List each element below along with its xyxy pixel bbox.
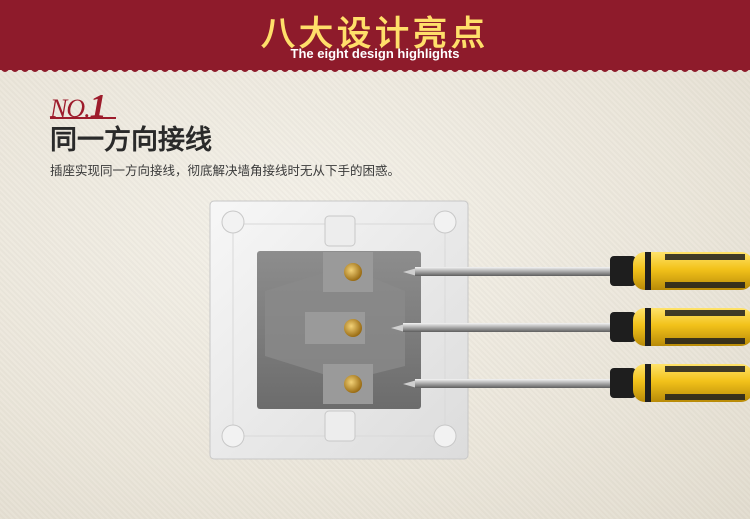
banner-scalloped-edge: [0, 64, 750, 72]
screwdriver: [403, 364, 750, 402]
feature-number-underline: [50, 117, 116, 119]
terminal-screw: [344, 263, 362, 281]
socket-screwdriver-illustration: [209, 200, 750, 460]
feature-description: 插座实现同一方向接线，彻底解决墙角接线时无从下手的困惑。: [50, 163, 401, 178]
mount-lug: [433, 424, 457, 448]
terminal-screw: [344, 375, 362, 393]
header-banner: 八大设计亮点 The eight design highlights: [0, 0, 750, 70]
mount-lug: [221, 210, 245, 234]
mount-lug: [221, 424, 245, 448]
banner-subtitle: The eight design highlights: [290, 46, 460, 61]
banner-title: 八大设计亮点: [261, 14, 489, 54]
mount-lug: [433, 210, 457, 234]
screwdriver: [391, 308, 750, 346]
feature-heading: 同一方向接线: [50, 125, 212, 156]
feature-number-digit: 1: [89, 88, 107, 125]
terminal-screw: [344, 319, 362, 337]
screwdriver: [403, 252, 750, 290]
